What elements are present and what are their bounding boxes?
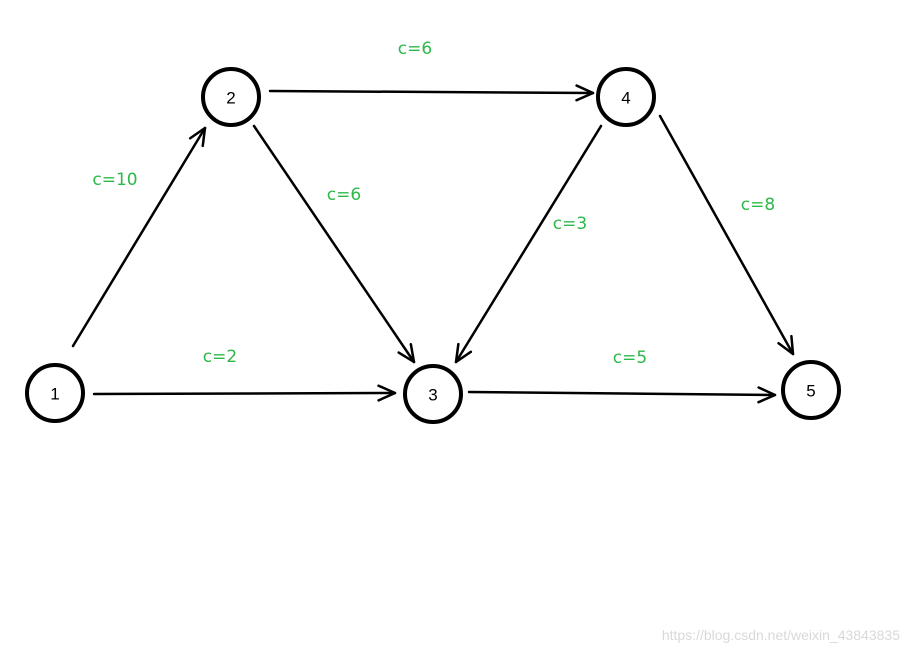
- node-circle-4: [596, 67, 656, 127]
- arrowhead-1-2: [188, 126, 207, 148]
- arrowhead-1-3: [377, 384, 397, 402]
- arrowhead-4-3: [454, 342, 473, 364]
- edge-2-3: [252, 124, 416, 364]
- capacity-label-2-3: c=6: [327, 185, 361, 205]
- arrowhead-2-3: [397, 343, 416, 364]
- watermark-text: https://blog.csdn.net/weixin_43843835: [661, 627, 900, 643]
- node-label-1: 1: [50, 385, 59, 404]
- node-1: 1: [25, 363, 85, 423]
- edge-1-3: [92, 391, 397, 396]
- node-5: 5: [781, 360, 841, 420]
- capacity-label-2-4: c=6: [398, 39, 432, 59]
- capacity-label-4-3: c=3: [553, 214, 587, 234]
- capacity-label-1-3: c=2: [203, 347, 237, 367]
- node-label-4: 4: [621, 89, 630, 108]
- node-2: 2: [201, 67, 261, 127]
- edge-4-3: [454, 124, 603, 364]
- node-circle-5: [781, 360, 841, 420]
- capacity-labels-layer: c=10 c=2 c=6 c=6 c=3 c=8 c=5: [92, 39, 775, 368]
- capacity-label-4-5: c=8: [741, 195, 775, 215]
- capacity-label-3-5: c=5: [613, 348, 647, 368]
- node-label-2: 2: [226, 89, 235, 108]
- arrowhead-3-5: [757, 386, 777, 404]
- node-circle-1: [25, 363, 85, 423]
- nodes-layer: 1 2 3 4 5: [25, 67, 841, 424]
- node-circle-2: [201, 67, 261, 127]
- node-label-3: 3: [428, 386, 437, 405]
- edges-layer: [71, 84, 795, 404]
- arrowhead-4-5: [777, 334, 795, 356]
- node-3: 3: [403, 364, 463, 424]
- arrowhead-2-4: [575, 84, 595, 102]
- edge-2-4: [268, 89, 595, 95]
- node-circle-3: [403, 364, 463, 424]
- node-label-5: 5: [806, 382, 815, 401]
- edge-1-2: [71, 126, 207, 348]
- node-4: 4: [596, 67, 656, 127]
- capacity-label-1-2: c=10: [92, 170, 137, 190]
- edge-3-5: [467, 390, 777, 397]
- edge-4-5: [658, 114, 795, 356]
